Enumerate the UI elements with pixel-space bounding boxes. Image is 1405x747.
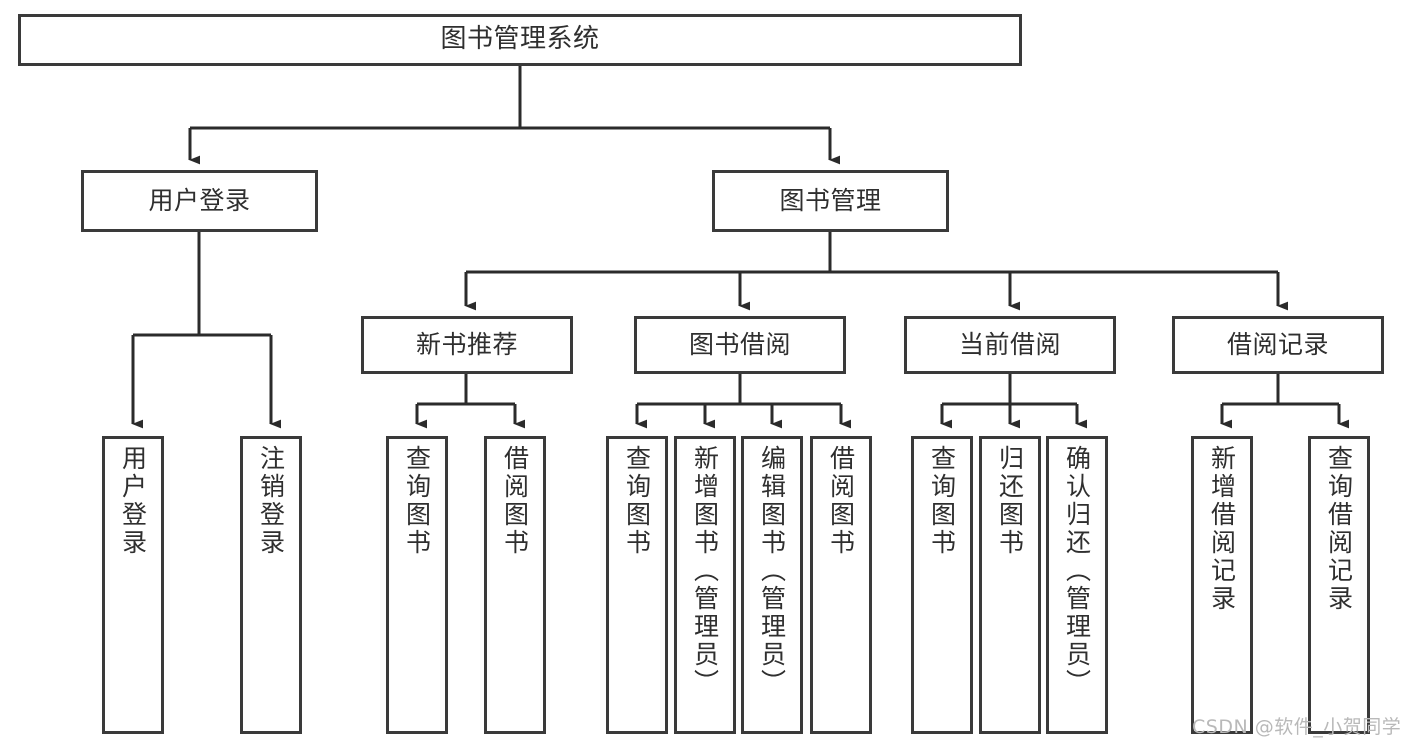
- leaf-borrow-book-1[interactable]: 借阅图书: [484, 436, 546, 734]
- node-user-login-label: 用户登录: [148, 185, 251, 215]
- leaf-query-record-label: 查询借阅记录: [1324, 445, 1354, 613]
- leaf-add-record[interactable]: 新增借阅记录: [1191, 436, 1253, 734]
- leaf-borrow-book-2[interactable]: 借阅图书: [810, 436, 872, 734]
- leaf-query-book-2[interactable]: 查询图书: [606, 436, 668, 734]
- node-book-borrow-label: 图书借阅: [688, 329, 791, 359]
- leaf-logout-login[interactable]: 注销登录: [240, 436, 302, 734]
- leaf-edit-book[interactable]: 编辑图书（管理员）: [741, 436, 803, 734]
- node-new-book-recommend-label: 新书推荐: [415, 329, 518, 359]
- leaf-query-book-1-label: 查询图书: [402, 445, 432, 557]
- leaf-query-book-3-label: 查询图书: [927, 445, 957, 557]
- node-book-management-label: 图书管理: [779, 185, 882, 215]
- csdn-watermark: CSDN @软件_小贺同学: [1192, 716, 1402, 738]
- node-current-borrow-label: 当前借阅: [958, 329, 1061, 359]
- leaf-add-book-label: 新增图书（管理员）: [690, 445, 720, 697]
- leaf-add-book[interactable]: 新增图书（管理员）: [674, 436, 736, 734]
- leaf-logout-login-label: 注销登录: [256, 445, 286, 557]
- leaf-query-book-1[interactable]: 查询图书: [386, 436, 448, 734]
- leaf-add-record-label: 新增借阅记录: [1207, 445, 1237, 613]
- node-book-borrow[interactable]: 图书借阅: [634, 316, 846, 374]
- leaf-borrow-book-2-label: 借阅图书: [826, 445, 856, 557]
- leaf-user-login[interactable]: 用户登录: [102, 436, 164, 734]
- leaf-return-book-label: 归还图书: [995, 445, 1025, 557]
- leaf-user-login-label: 用户登录: [118, 445, 148, 557]
- node-borrow-record-label: 借阅记录: [1226, 329, 1329, 359]
- leaf-query-book-2-label: 查询图书: [622, 445, 652, 557]
- leaf-query-record[interactable]: 查询借阅记录: [1308, 436, 1370, 734]
- node-borrow-record[interactable]: 借阅记录: [1172, 316, 1384, 374]
- leaf-edit-book-label: 编辑图书（管理员）: [757, 445, 787, 697]
- leaf-query-book-3[interactable]: 查询图书: [911, 436, 973, 734]
- leaf-borrow-book-1-label: 借阅图书: [500, 445, 530, 557]
- leaf-confirm-return[interactable]: 确认归还（管理员）: [1046, 436, 1108, 734]
- leaf-confirm-return-label: 确认归还（管理员）: [1062, 445, 1092, 697]
- node-root[interactable]: 图书管理系统: [18, 14, 1022, 66]
- node-current-borrow[interactable]: 当前借阅: [904, 316, 1116, 374]
- node-book-management[interactable]: 图书管理: [712, 170, 949, 232]
- node-root-label: 图书管理系统: [440, 24, 600, 55]
- leaf-return-book[interactable]: 归还图书: [979, 436, 1041, 734]
- node-new-book-recommend[interactable]: 新书推荐: [361, 316, 573, 374]
- node-user-login[interactable]: 用户登录: [81, 170, 318, 232]
